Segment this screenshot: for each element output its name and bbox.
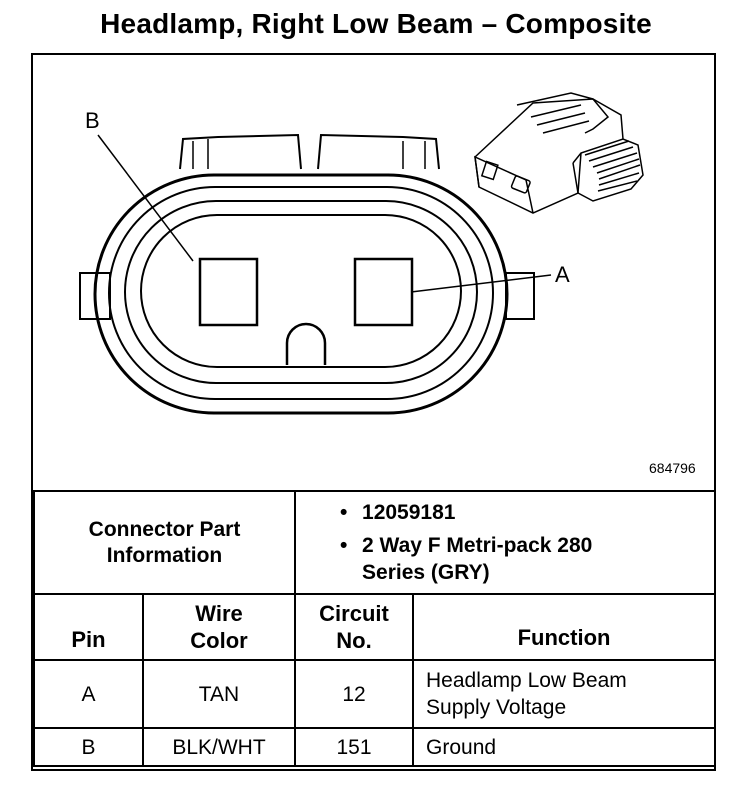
label-pin-a: A — [555, 262, 570, 287]
connector-housing-inner — [124, 200, 478, 384]
connector-info-label-cell: Connector Part Information — [32, 490, 297, 595]
connector-info-row: Connector Part Information • 12059181 • … — [32, 490, 717, 595]
cavity-a — [353, 257, 414, 327]
connector-description: 2 Way F Metri-pack 280 Series (GRY) — [362, 534, 593, 584]
row-a-function: Headlamp Low Beam Supply Voltage — [412, 659, 717, 729]
header-function: Function — [412, 593, 717, 661]
leader-line-a — [410, 274, 552, 293]
top-tab-right — [317, 133, 440, 170]
header-circuit-no: Circuit No. — [294, 593, 415, 661]
leader-line-b — [97, 134, 194, 262]
connector-info-list: • 12059181 • 2 Way F Metri-pack 280 Seri… — [294, 490, 717, 595]
label-pin-b: B — [85, 108, 100, 133]
row-a-wire-color: TAN — [141, 659, 297, 729]
connector-figure: B A 684796 — [33, 55, 714, 490]
connector-info-item: • 2 Way F Metri-pack 280 Series (GRY) — [340, 534, 593, 584]
connector-perspective-icon — [474, 92, 644, 214]
cavity-b — [198, 257, 259, 327]
row-b-pin: B — [33, 727, 144, 767]
row-b-circuit-no: 151 — [294, 727, 415, 767]
top-tab-left — [179, 133, 302, 170]
connector-drawing: B A 684796 — [79, 92, 696, 476]
table-row: A TAN 12 Headlamp Low Beam Supply Voltag… — [33, 659, 717, 729]
row-a-pin: A — [33, 659, 144, 729]
page-title: Headlamp, Right Low Beam – Composite — [100, 8, 652, 39]
figure-number: 684796 — [649, 460, 696, 476]
row-b-wire-color: BLK/WHT — [141, 727, 297, 767]
part-number: 12059181 — [362, 501, 456, 524]
table-header-row: Pin Wire Color Circuit No. Function — [33, 593, 717, 661]
row-a-circuit-no: 12 — [294, 659, 415, 729]
header-wire-color: Wire Color — [141, 593, 297, 661]
connector-info-item: • 12059181 — [340, 501, 456, 524]
table-row: B BLK/WHT 151 Ground — [33, 727, 717, 767]
polarizing-key — [285, 322, 327, 365]
connector-housing-outer — [93, 173, 509, 415]
row-b-function: Ground — [412, 727, 717, 767]
connector-table: Connector Part Information • 12059181 • … — [32, 490, 717, 767]
connector-info-label: Connector Part Information — [88, 517, 241, 567]
diagram-frame — [31, 53, 716, 771]
header-pin: Pin — [33, 593, 144, 661]
